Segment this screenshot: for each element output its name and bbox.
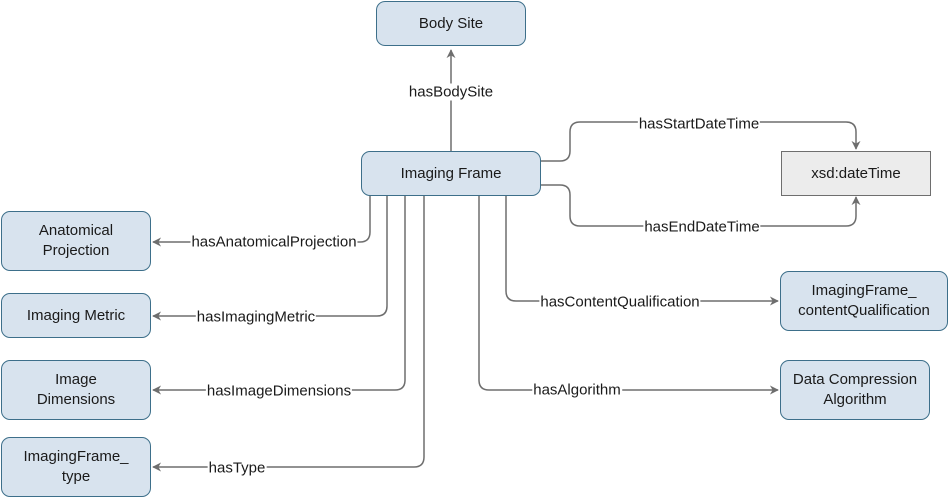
node-imaging-frame-type[interactable]: ImagingFrame_ type <box>1 437 151 497</box>
node-image-dimensions[interactable]: Image Dimensions <box>1 360 151 420</box>
node-xsd-datetime[interactable]: xsd:dateTime <box>781 151 931 196</box>
node-data-compression-algorithm-line1: Data Compression <box>792 371 918 388</box>
node-imaging-frame-type-line2: type <box>61 468 91 485</box>
label-has-imaging-metric: hasImagingMetric <box>195 308 317 326</box>
edge-has-algorithm <box>478 195 779 395</box>
node-content-qualification-line1: ImagingFrame_ <box>811 282 917 299</box>
node-imaging-frame-label: Imaging Frame <box>400 164 502 182</box>
label-has-content-qualification: hasContentQualification <box>539 293 701 311</box>
edge-has-anatomical-projection <box>152 195 371 247</box>
label-has-type: hasType <box>207 459 267 477</box>
node-data-compression-algorithm[interactable]: Data Compression Algorithm <box>780 360 930 420</box>
node-body-site[interactable]: Body Site <box>376 1 526 46</box>
node-image-dimensions-line2: Dimensions <box>36 391 116 408</box>
edge-has-content-qualification <box>505 195 779 306</box>
node-anatomical-projection-line1: Anatomical <box>38 222 114 239</box>
node-imaging-frame-type-line1: ImagingFrame_ <box>23 448 129 465</box>
label-has-image-dimensions: hasImageDimensions <box>205 382 353 400</box>
node-image-dimensions-line1: Image <box>55 371 97 388</box>
node-content-qualification[interactable]: ImagingFrame_ contentQualification <box>780 271 948 331</box>
node-imaging-metric-label: Imaging Metric <box>26 306 126 324</box>
node-body-site-label: Body Site <box>418 14 484 32</box>
node-anatomical-projection[interactable]: Anatomical Projection <box>1 211 151 271</box>
node-imaging-metric[interactable]: Imaging Metric <box>1 293 151 338</box>
label-has-body-site: hasBodySite <box>407 83 495 101</box>
label-has-algorithm: hasAlgorithm <box>532 381 622 399</box>
edge-has-end-date-time <box>540 184 861 227</box>
label-has-anatomical-projection: hasAnatomicalProjection <box>190 233 358 251</box>
node-anatomical-projection-line2: Projection <box>42 242 110 259</box>
node-content-qualification-line2: contentQualification <box>798 302 930 319</box>
edge-has-start-date-time <box>540 121 861 162</box>
edge-has-image-dimensions <box>152 195 406 395</box>
node-imaging-frame[interactable]: Imaging Frame <box>361 151 541 196</box>
node-xsd-datetime-label: xsd:dateTime <box>811 164 901 182</box>
node-data-compression-algorithm-line2: Algorithm <box>823 391 887 408</box>
label-has-end-date-time: hasEndDateTime <box>643 218 761 236</box>
edge-has-imaging-metric <box>152 195 388 321</box>
edge-has-type <box>152 195 425 472</box>
label-has-start-date-time: hasStartDateTime <box>637 115 761 133</box>
